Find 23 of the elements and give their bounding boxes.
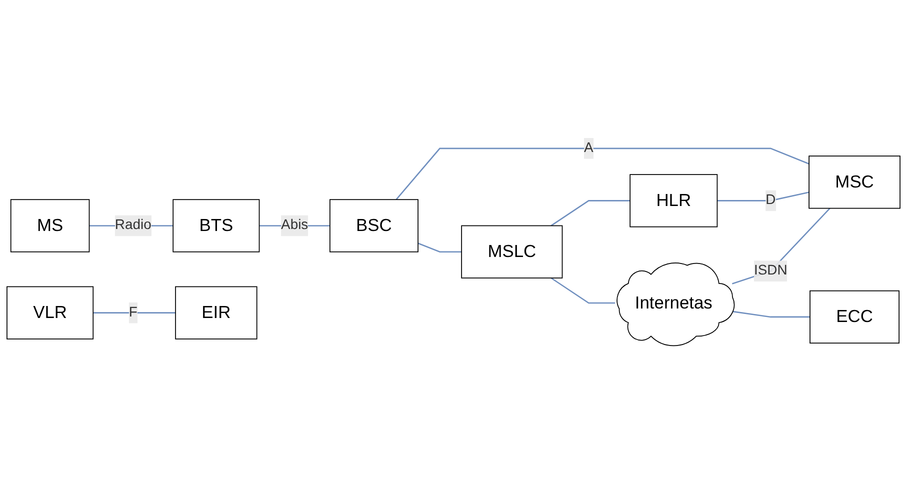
connector bbox=[418, 242, 462, 252]
edge-label: D bbox=[766, 192, 776, 208]
node-box: ECC bbox=[810, 290, 900, 344]
node-box: BSC bbox=[330, 198, 418, 252]
connector bbox=[717, 191, 810, 201]
node-box: MSLC bbox=[461, 224, 563, 278]
edge-label: Abis bbox=[281, 218, 308, 232]
node-box: VLR bbox=[6, 286, 94, 340]
connector bbox=[732, 208, 830, 284]
connector bbox=[93, 312, 176, 314]
node-box: MS bbox=[10, 198, 90, 252]
edge-label: ISDN bbox=[754, 262, 788, 278]
connector bbox=[396, 147, 810, 200]
node-box: MSC bbox=[808, 155, 900, 208]
edge-label: F bbox=[128, 304, 138, 320]
edge-label: A bbox=[584, 140, 594, 156]
connector bbox=[550, 277, 616, 304]
node-box: EIR bbox=[175, 286, 258, 340]
node-box: HLR bbox=[630, 174, 718, 227]
node-box: BTS bbox=[172, 198, 260, 252]
connector bbox=[550, 200, 630, 226]
edge-label: Radio bbox=[114, 218, 152, 232]
connector bbox=[732, 310, 810, 318]
